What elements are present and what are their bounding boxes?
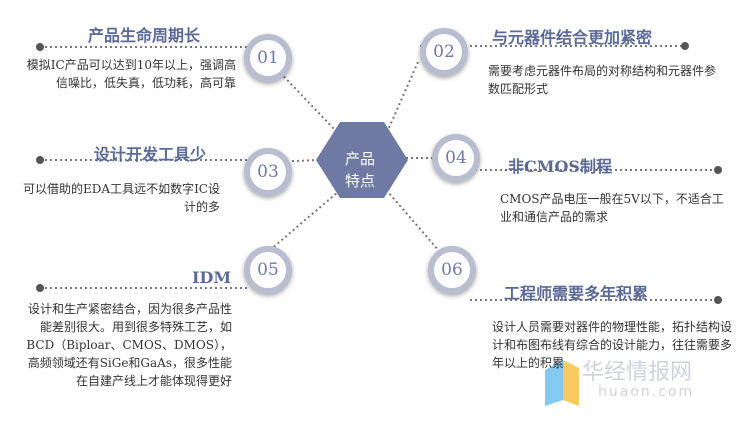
center-hexagon [316,122,408,198]
item-01-number: 01 [244,34,292,82]
endpoint-dot [36,156,44,164]
item-02-title: 与元器件结合更加紧密 [492,28,653,47]
hub-label-line2: 特点 [344,172,375,190]
item-06-title: 工程师需要多年积累 [504,284,649,303]
hub-label: 产品 特点 [322,148,398,192]
hub-label-line1: 产品 [344,150,375,168]
item-04-description: CMOS产品电压一般在5V以下，不适合工业和通信产品的需求 [500,192,724,224]
item-01-title: 产品生命周期长 [88,26,201,45]
item-01-description: 模拟IC产品可以达到10年以上，强调高信噪比，低失真，低功耗，高可靠 [26,58,236,90]
item-06-description: 设计人员需要对器件的物理性能，拓扑结构设计和布图布线有综合的设计能力，往往需要多… [492,320,733,370]
item-05-title: IDM [192,268,232,287]
endpoint-dot [714,296,722,304]
endpoint-dot [36,284,44,292]
item-04-number: 04 [432,134,480,182]
item-02-description: 需要考虑元器件布局的对称结构和元器件参数匹配形式 [488,64,717,96]
item-04-title: 非CMOS制程 [508,157,612,176]
watermark-logo [545,360,579,406]
watermark-url: huaon.com [598,384,695,400]
item-05-description: 设计和生产紧密结合，因为很多产品性能差别很大。用到很多特殊工艺，如BCD（Bip… [26,302,232,388]
item-02-number: 02 [420,28,468,76]
item-03-number: 03 [244,148,292,196]
endpoint-dot [681,42,689,50]
item-06-number: 06 [428,246,476,294]
item-05-number: 05 [244,246,292,294]
item-03-description: 可以借助的EDA工具远不如数字IC设计的多 [23,182,220,214]
endpoint-dot [714,166,722,174]
watermark-brand: 华经情报网 [582,360,693,385]
item-03-title: 设计开发工具少 [94,145,207,164]
endpoint-dot [36,43,44,51]
